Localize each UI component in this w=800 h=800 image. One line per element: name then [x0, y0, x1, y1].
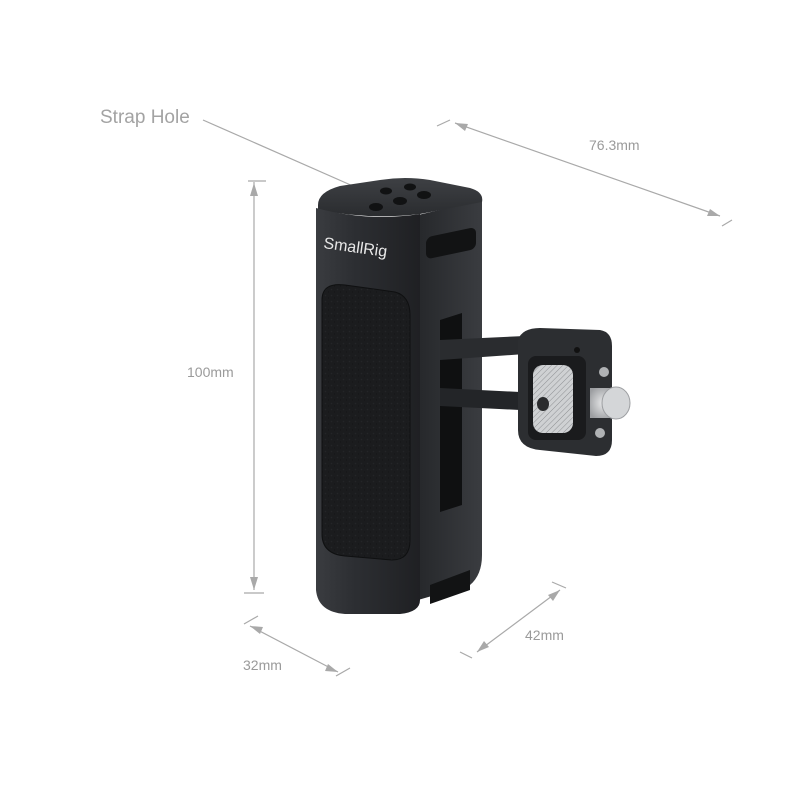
depth-side-dimension-line	[476, 589, 561, 653]
handle-body: SmallRig	[316, 178, 483, 614]
strap-hole-leader-line	[202, 119, 363, 191]
width-arrow-end	[707, 209, 720, 216]
depth-side-dimension-label: 42mm	[525, 627, 564, 643]
width-dimension-label: 76.3mm	[589, 137, 640, 153]
strap-hole-slot	[426, 227, 476, 259]
width-dimension-line	[454, 122, 721, 217]
side-slot	[440, 313, 462, 512]
bottom-slot	[430, 570, 470, 604]
side-clamp-arm	[440, 328, 631, 456]
top-mounting-holes	[369, 183, 431, 211]
depth-front-dimension-line	[249, 625, 339, 673]
leather-grip	[321, 284, 411, 561]
strap-hole-label: Strap Hole	[100, 107, 190, 128]
depth-front-dimension-label: 32mm	[243, 657, 282, 673]
width-arrow-start	[455, 123, 468, 131]
height-arrow-bottom	[250, 577, 258, 590]
knurled-knob	[533, 365, 573, 433]
height-dimension-label: 100mm	[187, 364, 234, 380]
height-arrow-top	[250, 183, 258, 196]
dimension-lines	[202, 119, 733, 677]
